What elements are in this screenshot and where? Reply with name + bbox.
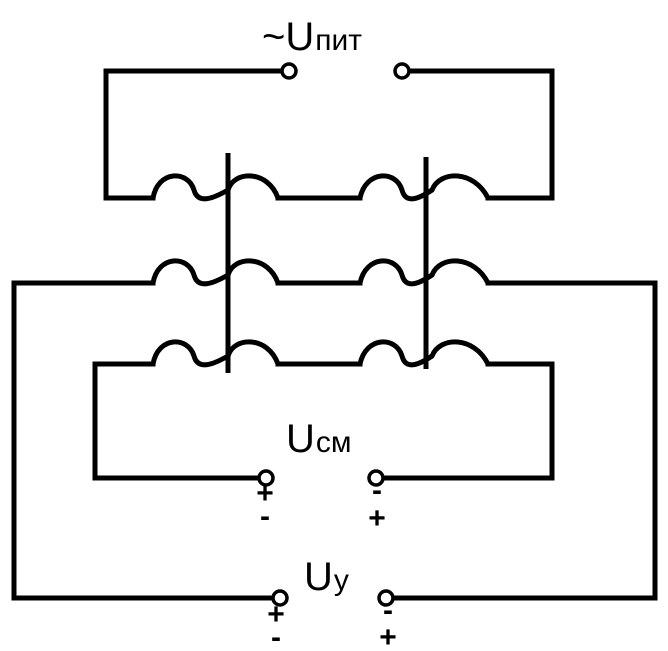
- supply-wire-right: [399, 68, 555, 201]
- control-winding: [150, 258, 491, 287]
- bias-left-polarity-top: +: [256, 477, 274, 510]
- control-left-polarity-bottom: -: [271, 621, 281, 651]
- bias-right-polarity-bottom: +: [368, 502, 386, 535]
- control-terminal-left: [271, 589, 289, 607]
- bias-right-polarity-top: -: [372, 474, 382, 507]
- control-right-polarity-bottom: +: [379, 621, 397, 651]
- bias-left-polarity-bottom: -: [260, 500, 270, 533]
- bias-wire-right: [380, 361, 555, 481]
- control-voltage-label: Uу: [304, 555, 349, 599]
- supply-voltage-label: ~Uпит: [262, 15, 362, 59]
- control-right-polarity-top: -: [383, 594, 393, 627]
- supply-terminal-right: [393, 62, 411, 80]
- bias-terminal-left: [257, 469, 275, 487]
- bias-winding: [150, 339, 491, 368]
- supply-wire-left: [103, 68, 292, 201]
- control-left-polarity-top: +: [267, 598, 285, 631]
- bias-voltage-label: Uсм: [286, 417, 352, 461]
- control-wire-left: [11, 280, 276, 601]
- supply-winding: [150, 173, 491, 202]
- control-wire-right: [389, 280, 658, 601]
- control-terminal-right: [377, 589, 395, 607]
- supply-terminal-left: [280, 62, 298, 80]
- bias-wire-left: [92, 361, 262, 481]
- bias-terminal-right: [367, 469, 385, 487]
